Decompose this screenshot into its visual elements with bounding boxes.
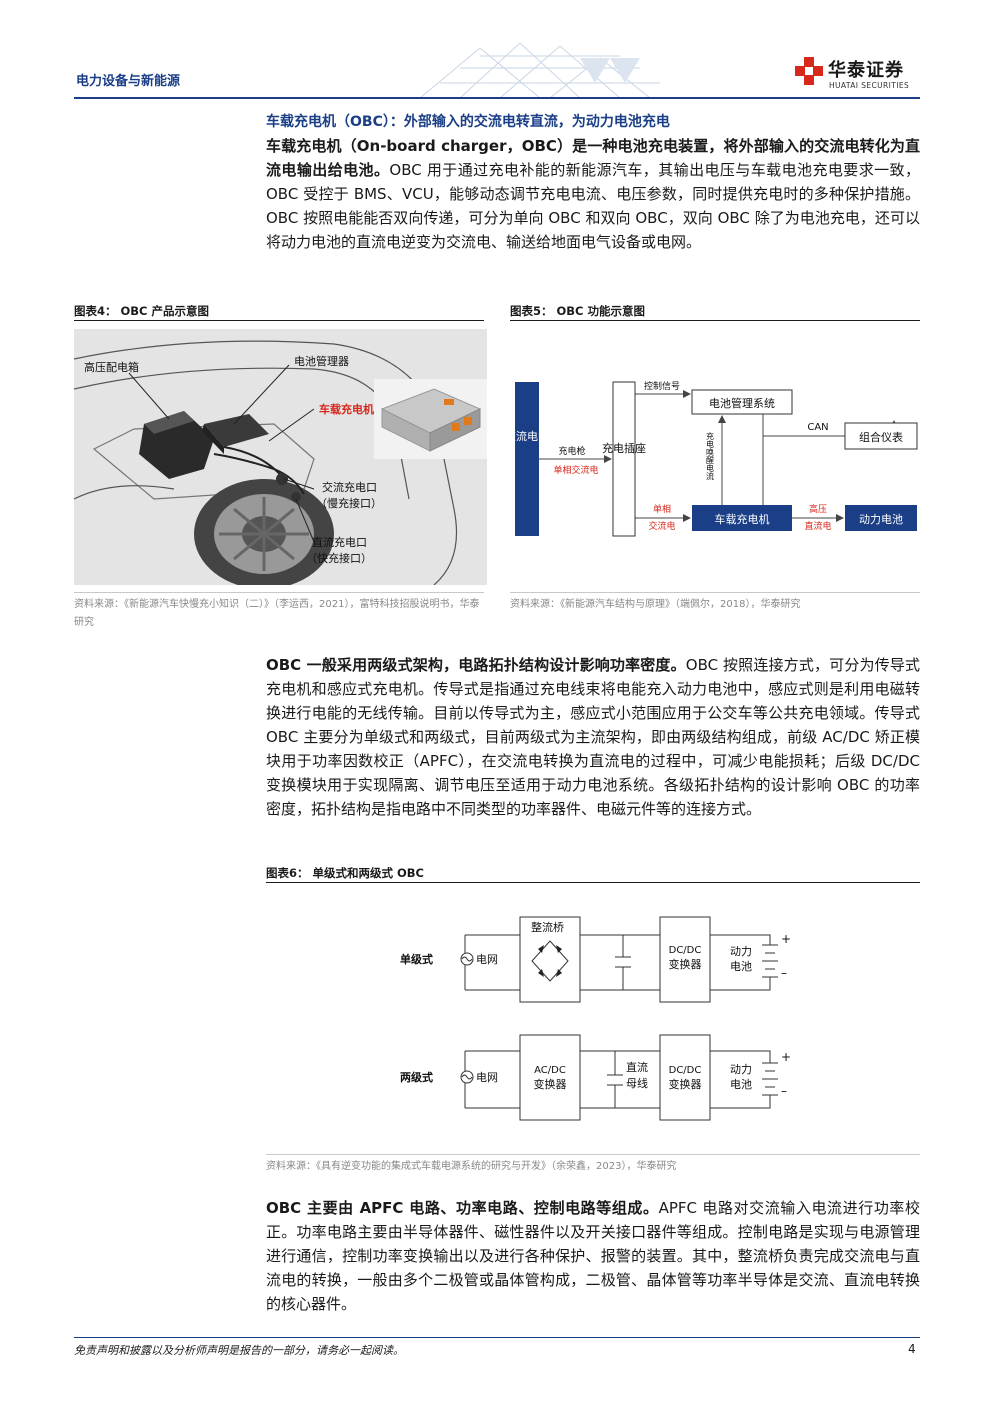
paragraph-obc-components: OBC 主要由 APFC 电路、功率电路、控制电路等组成。APFC 电路对交流输… <box>266 1196 920 1316</box>
grid-label: 交流电网 <box>510 429 549 443</box>
gun-label: 充电枪 <box>558 445 585 457</box>
label-obc: 车载充电机 <box>319 402 374 416</box>
dcdc-label-2a: DC/DC <box>669 1065 702 1076</box>
svg-text:交流电网: 交流电网 <box>510 429 549 443</box>
battery-label: 动力电池 <box>859 513 903 526</box>
hv-box-icon <box>139 411 214 479</box>
obc-product-illustration: 高压配电箱 电池管理器 车载充电机 交流充电口 （慢充接口） 直流充电口 （快充… <box>74 329 487 585</box>
diode-icons <box>538 945 562 977</box>
figure-4-title: 图表4： OBC 产品示意图 <box>74 304 209 318</box>
obc-unit-image <box>374 379 487 459</box>
page-number: 4 <box>908 1342 916 1356</box>
footer-disclaimer: 免责声明和披露以及分析师声明是报告的一部分，请务必一起阅读。 <box>74 1344 404 1357</box>
paragraph-body: OBC 用于通过充电补能的新能源汽车，其输出电压与车载电池充电要求一致，OBC … <box>266 161 920 251</box>
paragraph-lead: 车载充电机（On-board charger，OBC）是一种电池充电装置，将外部… <box>266 137 920 179</box>
paragraph-two-stage: OBC 一般采用两级式架构，电路拓扑结构设计影响功率密度。OBC 按照连接方式，… <box>266 653 920 821</box>
charge-signal-label: 充电唤醒电流 <box>706 431 715 481</box>
section-title: 电力设备与新能源 <box>76 74 181 89</box>
control-label: 控制信号 <box>644 380 680 392</box>
bms-box <box>691 389 793 415</box>
dcdc-label-2b: 变换器 <box>669 1077 702 1091</box>
wheel-icon <box>194 479 334 585</box>
dcdc-box-1 <box>659 916 711 1003</box>
figure-5-source: 资料来源：《新能源汽车结构与原理》（端佩尔，2018），华泰研究 <box>510 599 801 610</box>
hvdc-label-1: 高压 <box>809 503 827 515</box>
header-rule <box>74 97 920 99</box>
plus-label-2: + <box>781 1050 791 1064</box>
acdc-label-b: 变换器 <box>534 1077 567 1091</box>
figure-5-title: 图表5： OBC 功能示意图 <box>510 304 645 318</box>
obc-label: 车载充电机 <box>715 512 770 526</box>
subheading: 车载充电机（OBC）：外部输入的交流电转直流，为动力电池充电 <box>266 114 670 130</box>
figure-4-source: 资料来源：《新能源汽车快慢充小知识（二）》（李运西，2021），富特科技招股说明… <box>74 599 480 628</box>
bus-label-a: 直流 <box>626 1060 648 1074</box>
paragraph-body: OBC 按照连接方式，可分为传导式充电机和感应式充电机。传导式是指通过充电线束将… <box>266 656 921 818</box>
bms-label: 电池管理系统 <box>709 396 775 410</box>
bridge-icon <box>531 940 569 982</box>
plus-label-1: + <box>781 932 791 946</box>
grid-label-2: 电网 <box>476 1071 498 1084</box>
paragraph-obc-definition: 车载充电机（On-board charger，OBC）是一种电池充电装置，将外部… <box>266 134 920 254</box>
figure-5-rule <box>510 320 920 321</box>
hvdc-label-2: 直流电 <box>804 520 831 532</box>
row-single-label: 单级式 <box>400 952 433 966</box>
battery-label-1b: 电池 <box>730 960 752 973</box>
figure-6-rule <box>266 882 920 883</box>
label-ac-port-note: （慢充接口） <box>316 496 382 510</box>
single-ac2-label-1: 单相 <box>653 503 671 515</box>
car-sketch: 高压配电箱 电池管理器 车载充电机 交流充电口 （慢充接口） 直流充电口 （快充… <box>74 329 487 585</box>
acdc-box <box>519 1034 581 1121</box>
socket-box <box>612 381 636 537</box>
label-hv-box: 高压配电箱 <box>84 360 139 374</box>
single-ac2-label-2: 交流电 <box>648 520 675 532</box>
bms-box-icon <box>202 414 269 454</box>
obc-function-diagram: 交流电网 充电插座 充电枪 单相交流电 控制信号 电池管理系统 CAN 组合仪表… <box>510 380 918 537</box>
figure-4-source-rule <box>74 592 484 593</box>
label-dc-port-note: （快充接口） <box>306 551 372 565</box>
obc-box <box>692 505 792 531</box>
dcdc-label-1b: 变换器 <box>669 957 702 971</box>
paragraph-lead: OBC 主要由 APFC 电路、功率电路、控制电路等组成。 <box>266 1199 659 1217</box>
row-two-stage-label: 两级式 <box>400 1070 433 1084</box>
rectifier-label: 整流桥 <box>531 920 564 934</box>
figure-6-source-rule <box>266 1154 920 1155</box>
cluster-label: 组合仪表 <box>859 430 903 444</box>
battery-label-1a: 动力 <box>730 945 752 958</box>
label-dc-port: 直流充电口 <box>312 535 367 549</box>
bus-label-b: 母线 <box>626 1076 648 1090</box>
single-ac-label: 单相交流电 <box>553 464 598 476</box>
socket-label: 充电插座 <box>602 441 646 455</box>
figure-4-rule <box>74 320 484 321</box>
minus-label-2: – <box>781 1084 787 1098</box>
rectifier-box <box>519 916 581 1003</box>
footer-rule <box>74 1337 920 1338</box>
grid-box <box>515 382 539 536</box>
dcdc-label-1a: DC/DC <box>669 945 702 956</box>
logo-mark-icon <box>795 57 823 85</box>
figure-6-title: 图表6： 单级式和两级式 OBC <box>266 866 424 880</box>
can-label: CAN <box>807 422 828 433</box>
figure-6-source: 资料来源：《具有逆变功能的集成式车载电源系统的研究与开发》（余荣鑫，2023），… <box>266 1161 677 1172</box>
battery-box <box>845 505 917 531</box>
battery-label-2a: 动力 <box>730 1063 752 1076</box>
battery-label-2b: 电池 <box>730 1078 752 1091</box>
header-decoration <box>419 42 660 98</box>
minus-label-1: – <box>781 966 787 980</box>
label-bms: 电池管理器 <box>294 354 349 368</box>
logo-text: 华泰证券 <box>828 60 904 81</box>
dcdc-box-2 <box>659 1034 711 1121</box>
paragraph-lead: OBC 一般采用两级式架构，电路拓扑结构设计影响功率密度。 <box>266 656 686 674</box>
acdc-label-a: AC/DC <box>534 1065 566 1076</box>
cluster-box <box>844 422 918 450</box>
single-two-stage-diagram: 单级式 电网 整流桥 <box>400 916 791 1121</box>
paragraph-body: APFC 电路对交流输入电流进行功率校正。功率电路主要由半导体器件、磁性器件以及… <box>266 1199 920 1313</box>
label-ac-port: 交流充电口 <box>322 480 377 494</box>
figure-5-source-rule <box>510 592 920 593</box>
logo-subtext: HUATAI SECURITIES <box>829 81 910 90</box>
grid-label-1: 电网 <box>476 953 498 966</box>
